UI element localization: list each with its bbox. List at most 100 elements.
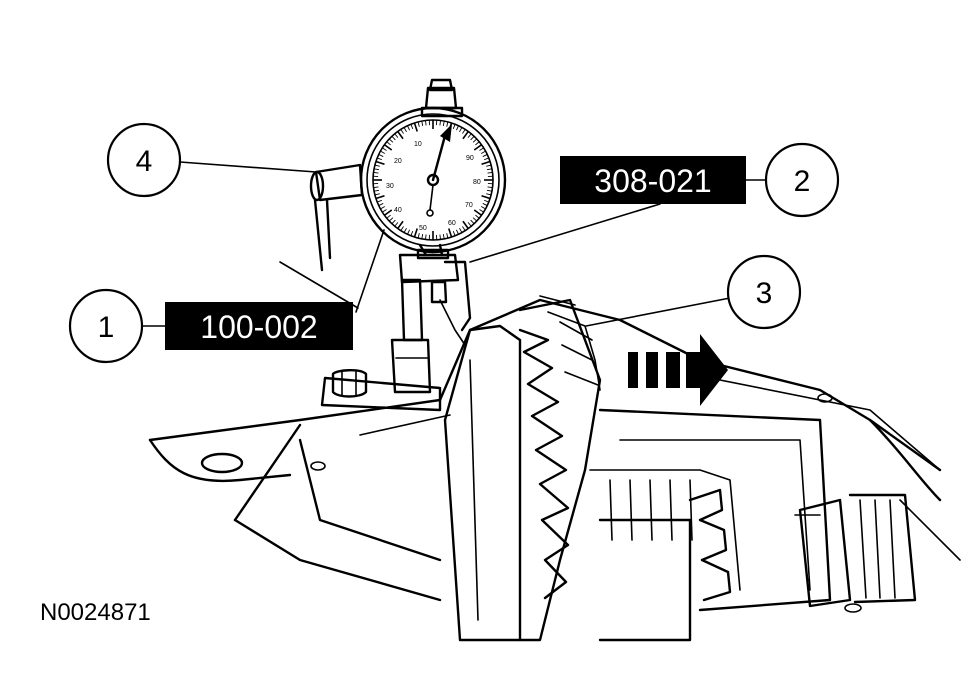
dial-tick <box>467 222 472 227</box>
dial-tick <box>400 226 404 231</box>
dial-tick <box>439 120 441 126</box>
callout-3-number: 3 <box>756 277 773 310</box>
dial-tick <box>472 138 478 143</box>
dial-tick <box>380 150 386 154</box>
dial-number-80: 80 <box>473 179 481 186</box>
dial-tick <box>397 220 404 230</box>
tag-308-021-text: 308-021 <box>594 163 711 199</box>
bolt-hole-small <box>310 461 326 471</box>
callout-1-number: 1 <box>98 311 115 344</box>
dial-tick <box>483 157 489 161</box>
dial-tick <box>397 130 404 140</box>
axle-housing <box>148 298 961 613</box>
dial-number-60: 60 <box>448 220 456 227</box>
dial-number-20: 20 <box>394 158 402 165</box>
dial-tick <box>375 160 385 166</box>
dial-tick <box>413 228 419 238</box>
dial-tick <box>425 120 427 126</box>
dial-tick <box>456 125 459 131</box>
dial-tick <box>473 144 483 151</box>
leader-2 <box>469 203 661 263</box>
dial-number-30: 30 <box>386 183 394 190</box>
dial-tick <box>407 125 410 131</box>
callout-1: 1 <box>68 288 144 364</box>
dial-tick <box>456 229 459 235</box>
direction-arrow <box>628 334 728 406</box>
dial-tick <box>410 124 414 130</box>
callout-2-number: 2 <box>794 165 811 198</box>
dial-tick <box>486 193 492 196</box>
dial-tick <box>459 127 463 133</box>
callout-3: 3 <box>726 254 802 330</box>
leader-4 <box>179 161 317 173</box>
dial-tick <box>480 150 486 154</box>
dial-tick <box>442 233 445 240</box>
dial-tick <box>482 154 488 157</box>
dial-ticks <box>373 120 493 240</box>
figure-id: N0024871 <box>40 599 151 626</box>
dial-tick <box>386 141 391 146</box>
dial-tick <box>479 209 484 213</box>
dial-tick <box>378 203 384 206</box>
dial-tick <box>479 147 484 151</box>
dial-tick <box>475 141 480 146</box>
dial-tick <box>462 226 466 231</box>
dial-tick <box>413 122 419 132</box>
dial-tick <box>452 124 456 130</box>
dial-tick <box>482 203 488 206</box>
dial-tick <box>442 120 445 127</box>
dial-tick <box>417 121 420 127</box>
ring-gear <box>518 295 602 642</box>
dial-tick <box>467 133 472 138</box>
dial-tick <box>394 222 399 227</box>
dial-tick <box>447 228 453 238</box>
dial-tick <box>421 233 424 240</box>
dial-tick <box>377 199 383 203</box>
dial-tick <box>373 172 379 174</box>
dial-tick <box>388 138 394 143</box>
dial-tick <box>487 186 493 188</box>
dial-tick <box>486 189 493 192</box>
bolt-hole-left <box>200 452 244 474</box>
dial-tick <box>373 168 380 171</box>
dial-tick <box>462 129 466 134</box>
dial-tick <box>391 219 396 225</box>
dial-tick <box>378 154 384 157</box>
dial-tick <box>459 227 463 233</box>
tag-100-002-text: 100-002 <box>200 309 317 345</box>
dial-tick <box>383 144 393 151</box>
tag-308-021: 308-021 <box>560 156 746 204</box>
dial-tick <box>403 127 407 133</box>
dial-tick <box>380 206 386 210</box>
dial-tick <box>386 214 391 219</box>
dial-number-70: 70 <box>465 202 473 209</box>
bolt-hole-right <box>817 393 833 403</box>
dial-tick <box>481 194 491 200</box>
leader-1 <box>355 229 385 313</box>
dial-tick <box>382 147 387 151</box>
dial-number-50: 50 <box>419 225 427 232</box>
dial-tick <box>421 120 424 127</box>
dial-tick <box>375 194 385 200</box>
dial-tick <box>383 209 393 216</box>
dial-tick <box>425 234 427 240</box>
dial-tick <box>377 157 383 161</box>
dial-tick <box>470 219 475 225</box>
dial-tick <box>382 209 387 213</box>
dial-tick <box>481 160 491 166</box>
extension-rod <box>309 163 364 272</box>
leader-lines <box>141 161 767 327</box>
dial-tick <box>374 164 380 167</box>
callout-4-number: 4 <box>136 145 153 178</box>
dial-tick <box>475 214 480 219</box>
dial-number-40: 40 <box>394 207 402 214</box>
dial-indicator: 10 20 30 40 50 60 70 80 90 <box>359 78 507 260</box>
dial-tick <box>470 135 475 141</box>
dial-tick <box>483 199 489 203</box>
dial-tick <box>446 233 449 239</box>
callout-4: 4 <box>106 122 182 198</box>
dial-tick <box>486 164 492 167</box>
dial-tick <box>417 233 420 239</box>
